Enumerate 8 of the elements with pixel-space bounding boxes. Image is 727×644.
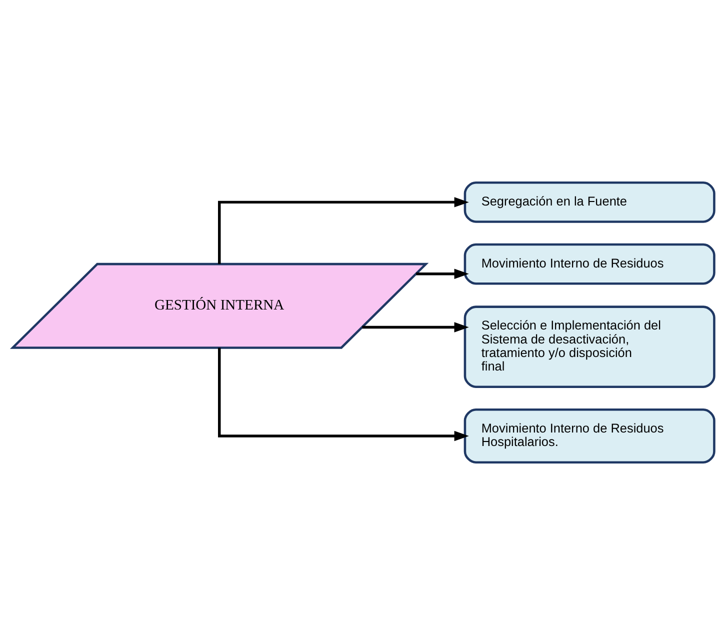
node-box: Movimiento Interno de Residuos	[464, 242, 716, 284]
arrow	[218, 347, 469, 441]
node-box: Selección e Implementación del Sistema de desactivación, tratamiento y/o disposición final	[464, 305, 716, 388]
arrow	[416, 268, 469, 278]
arrow	[362, 322, 469, 332]
arrow	[218, 196, 469, 264]
node-box: Segregación en la Fuente	[464, 181, 716, 222]
node-box: Movimiento Interno de Residuos Hospitalarios.	[464, 408, 716, 463]
